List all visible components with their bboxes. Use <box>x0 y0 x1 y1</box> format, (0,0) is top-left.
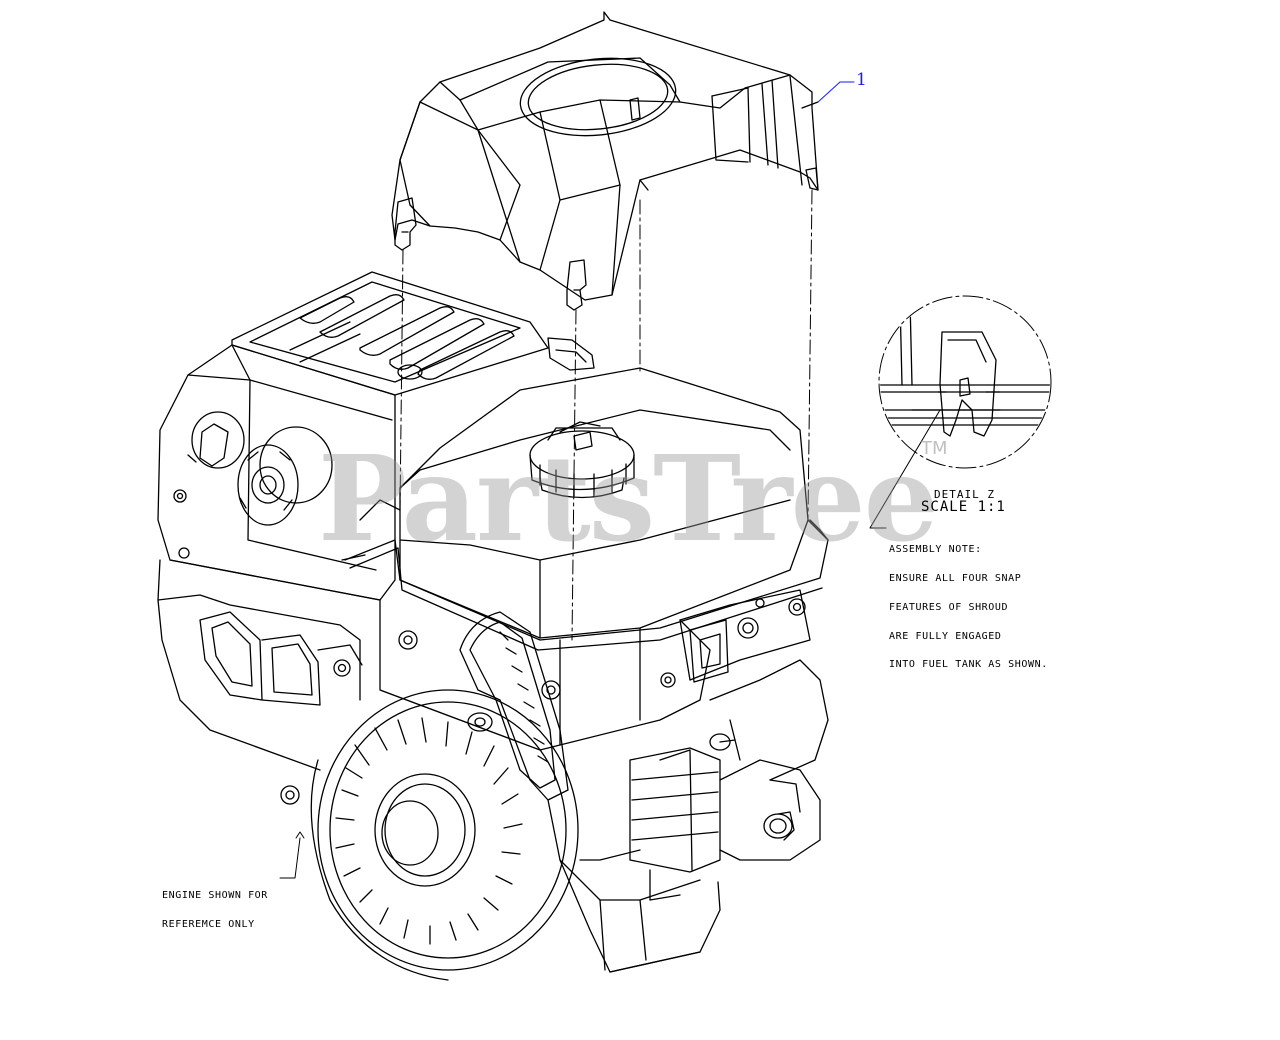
engine-note-leader <box>279 831 305 879</box>
callout-leader-1 <box>817 81 855 103</box>
trademark-symbol: TM <box>921 438 948 459</box>
assembly-note-line: ARE FULLY ENGAGED <box>889 630 1002 642</box>
engine-note-line: REFEREMCE ONLY <box>162 918 255 930</box>
assembly-note-line: ENSURE ALL FOUR SNAP <box>889 572 1022 584</box>
engine-note-line: ENGINE SHOWN FOR <box>162 890 268 902</box>
shroud-part[interactable] <box>391 11 819 311</box>
assembly-note: ASSEMBLY NOTE: ENSURE ALL FOUR SNAP FEAT… <box>889 526 1048 680</box>
assembly-guide-lines <box>399 189 813 641</box>
engine-illustration <box>157 271 829 981</box>
callout-number-1[interactable]: 1 <box>856 70 867 90</box>
partstree-watermark: PartsTree <box>318 429 939 568</box>
assembly-note-line: FEATURES OF SHROUD <box>889 601 1009 613</box>
detail-z-view <box>869 295 1052 529</box>
detail-title: DETAIL Z <box>934 488 995 501</box>
detail-scale: SCALE 1:1 <box>921 499 1006 515</box>
assembly-note-line: INTO FUEL TANK AS SHOWN. <box>889 659 1048 671</box>
engine-reference-note: ENGINE SHOWN FOR REFEREMCE ONLY <box>162 872 268 939</box>
assembly-note-line: ASSEMBLY NOTE: <box>889 544 982 556</box>
